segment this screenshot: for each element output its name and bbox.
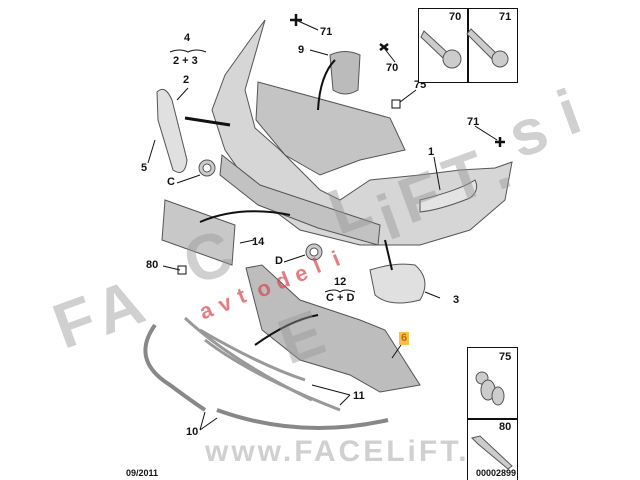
callout-c-d: C + D <box>326 292 355 304</box>
diagram-number: 00002899 <box>476 468 517 478</box>
screw-71-icon <box>466 28 498 60</box>
callout-2[interactable]: 2 <box>183 74 190 86</box>
callout-75[interactable]: 75 <box>414 79 427 91</box>
callout-14[interactable]: 14 <box>252 236 265 248</box>
rivet-80-icon <box>471 435 513 470</box>
callout-10[interactable]: 10 <box>186 426 199 438</box>
watermark-url: www.FACELiFT.si <box>205 435 501 468</box>
spoiler-strip <box>143 323 207 412</box>
fastener-inset-75-80: 75 80 <box>467 347 518 480</box>
inset-label-75[interactable]: 75 <box>499 351 512 363</box>
grille-upper <box>255 81 406 176</box>
callout-71-top[interactable]: 71 <box>320 26 333 38</box>
callout-4[interactable]: 4 <box>184 32 191 44</box>
clip-icons <box>471 371 513 470</box>
callout-3[interactable]: 3 <box>453 294 460 306</box>
bumper-lamp <box>419 179 478 213</box>
callout-12[interactable]: 12 <box>334 276 347 288</box>
tow-cover-left <box>156 88 188 173</box>
badge <box>329 51 361 95</box>
callout-80[interactable]: 80 <box>146 259 159 271</box>
inset-label-71[interactable]: 71 <box>499 11 512 23</box>
callout-2-3: 2 + 3 <box>173 55 198 67</box>
callout-c[interactable]: C <box>167 176 175 188</box>
cross-marker <box>290 14 302 26</box>
lower-grille <box>245 264 421 393</box>
diagram-date: 09/2011 <box>126 468 159 478</box>
callout-1[interactable]: 1 <box>428 146 435 158</box>
callout-9[interactable]: 9 <box>298 44 305 56</box>
callout-71-right[interactable]: 71 <box>467 116 480 128</box>
callout-11[interactable]: 11 <box>353 390 365 402</box>
screw-icons <box>420 28 509 69</box>
callout-6-highlighted[interactable]: 6 <box>399 332 410 345</box>
callout-5[interactable]: 5 <box>141 162 148 174</box>
clip-75-icon <box>475 371 505 406</box>
absorber <box>219 154 381 246</box>
bumper-cover <box>211 19 513 246</box>
tow-cover-right <box>369 263 426 304</box>
callout-d[interactable]: D <box>275 255 283 267</box>
inset-label-80[interactable]: 80 <box>499 421 512 433</box>
fastener-inset-70-71: 70 71 <box>418 8 518 83</box>
callout-70[interactable]: 70 <box>386 62 399 74</box>
inset-label-70[interactable]: 70 <box>449 11 462 23</box>
